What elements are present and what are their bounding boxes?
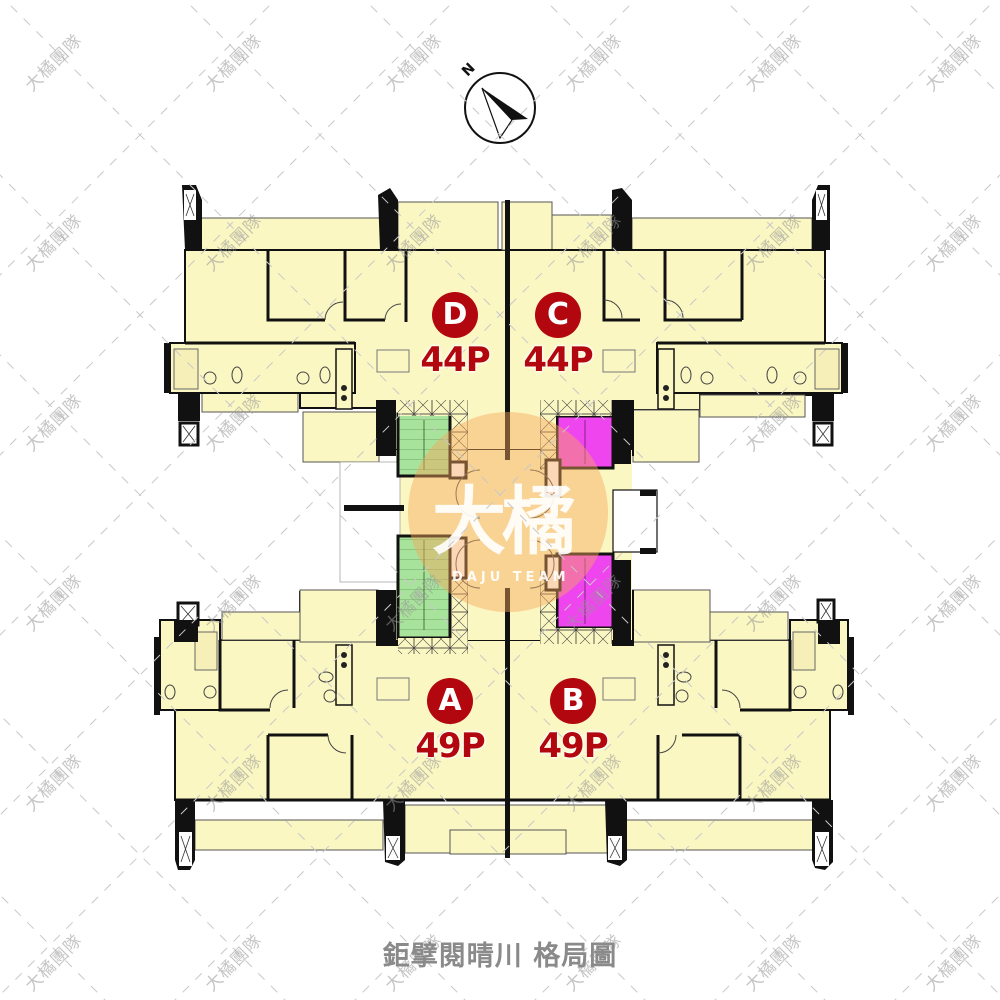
logo-main-text: 大橘 [432,479,576,565]
unit-size-d: 44P [420,340,490,380]
unit-size-b: 49P [538,726,608,766]
logo-sub-text: DAJU TEAM [452,570,570,585]
unit-badge-a: A [427,678,473,724]
unit-size-a: 49P [415,726,485,766]
unit-label-d: D 44P [400,292,510,380]
unit-label-c: C 44P [503,292,613,380]
unit-badge-d: D [432,292,478,338]
unit-label-b: B 49P [518,678,628,766]
unit-label-a: A 49P [395,678,505,766]
unit-badge-b: B [550,678,596,724]
floor-plan-caption: 鉅擘閱晴川 格局圖 [382,941,618,972]
unit-badge-c: C [535,292,581,338]
compass-rose [464,72,536,144]
unit-size-c: 44P [523,340,593,380]
